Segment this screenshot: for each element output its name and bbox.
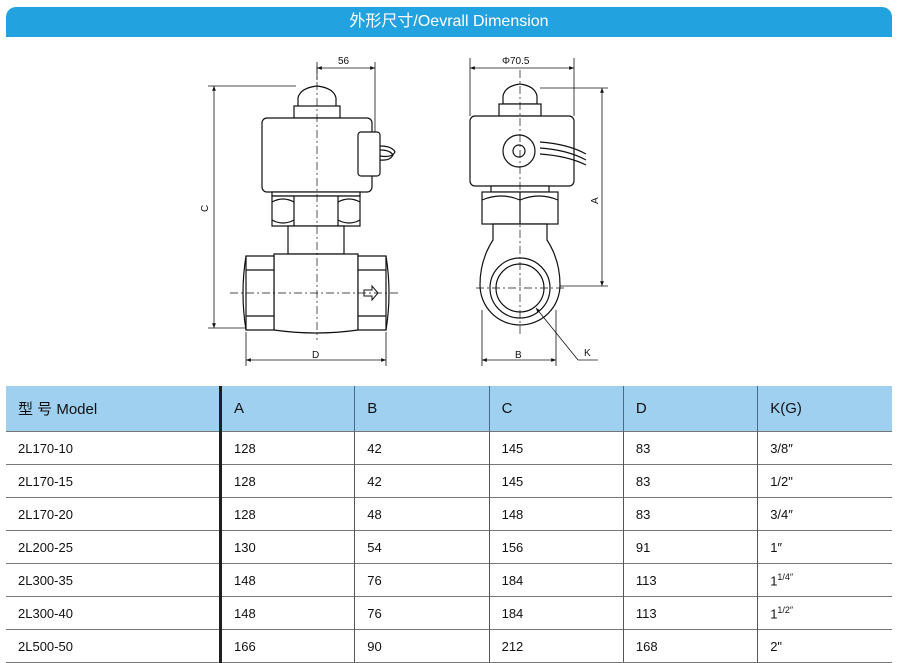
cell-d: 83 xyxy=(623,464,759,498)
cell-a: 148 xyxy=(220,596,356,630)
table-row: 2L170-20 128 48 148 83 3/4″ xyxy=(6,497,892,531)
cell-d: 113 xyxy=(623,563,759,597)
cell-b: 42 xyxy=(354,431,490,465)
front-view xyxy=(230,66,400,340)
cell-c: 212 xyxy=(489,629,624,663)
dimension-table: 型 号 Model A B C D K(G) 2L170-10 128 42 1… xyxy=(6,386,892,663)
cell-b: 48 xyxy=(354,497,490,531)
cell-a: 130 xyxy=(220,530,356,564)
dim-phi-label: Φ70.5 xyxy=(502,56,530,67)
cell-c: 184 xyxy=(489,563,624,597)
cell-model: 2L170-20 xyxy=(6,497,222,531)
cell-c: 145 xyxy=(489,464,624,498)
cell-b: 76 xyxy=(354,563,490,597)
cell-model: 2L170-15 xyxy=(6,464,222,498)
header-model: 型 号 Model xyxy=(6,386,222,432)
header-c: C xyxy=(489,386,624,432)
dimension-drawing: 56 C D Φ7 xyxy=(200,56,608,366)
header-a: A xyxy=(220,386,356,432)
cell-c: 145 xyxy=(489,431,624,465)
section-title-bar: 外形尺寸/Oevrall Dimension xyxy=(6,7,892,37)
cell-d: 91 xyxy=(623,530,759,564)
side-view xyxy=(469,70,587,336)
table-row: 2L300-35 148 76 184 113 11/4″ xyxy=(6,563,892,597)
k-whole: 1 xyxy=(770,606,778,622)
cell-model: 2L500-50 xyxy=(6,629,222,663)
dim-c-label: C xyxy=(200,205,211,212)
cell-a: 166 xyxy=(220,629,356,663)
dim-56-label: 56 xyxy=(338,56,350,67)
cell-k: 3/8″ xyxy=(757,431,892,465)
cell-b: 76 xyxy=(354,596,490,630)
side-dimensions xyxy=(469,58,608,366)
table-row: 2L170-10 128 42 145 83 3/8″ xyxy=(6,431,892,465)
cell-c: 156 xyxy=(489,530,624,564)
cell-k: 11/2″ xyxy=(757,596,892,630)
table-row: 2L500-50 166 90 212 168 2" xyxy=(6,629,892,663)
cell-model: 2L300-35 xyxy=(6,563,222,597)
table-header-row: 型 号 Model A B C D K(G) xyxy=(6,386,892,432)
cell-k: 11/4″ xyxy=(757,563,892,597)
cell-a: 128 xyxy=(220,464,356,498)
table-row: 2L300-40 148 76 184 113 11/2″ xyxy=(6,596,892,630)
cell-a: 128 xyxy=(220,431,356,465)
cell-d: 168 xyxy=(623,629,759,663)
header-b: B xyxy=(354,386,490,432)
cell-d: 113 xyxy=(623,596,759,630)
cell-a: 148 xyxy=(220,563,356,597)
cell-k: 1/2" xyxy=(757,464,892,498)
cell-k: 2" xyxy=(757,629,892,663)
k-whole: 1 xyxy=(770,573,778,589)
dim-b-label: B xyxy=(515,350,522,361)
cell-b: 54 xyxy=(354,530,490,564)
dim-d-label: D xyxy=(312,350,319,361)
cell-model: 2L300-40 xyxy=(6,596,222,630)
header-k: K(G) xyxy=(757,386,892,432)
cell-b: 90 xyxy=(354,629,490,663)
header-d: D xyxy=(623,386,759,432)
front-dimensions xyxy=(208,62,387,366)
cell-a: 128 xyxy=(220,497,356,531)
cell-model: 2L170-10 xyxy=(6,431,222,465)
dim-a-label: A xyxy=(590,197,601,204)
cell-k: 3/4″ xyxy=(757,497,892,531)
cell-d: 83 xyxy=(623,497,759,531)
k-fraction: 1/4″ xyxy=(777,571,794,582)
section-title: 外形尺寸/Oevrall Dimension xyxy=(349,13,549,30)
table-row: 2L170-15 128 42 145 83 1/2" xyxy=(6,464,892,498)
cell-k: 1″ xyxy=(757,530,892,564)
cell-c: 148 xyxy=(489,497,624,531)
cell-c: 184 xyxy=(489,596,624,630)
dim-k-label: K xyxy=(584,348,591,359)
cell-b: 42 xyxy=(354,464,490,498)
cell-model: 2L200-25 xyxy=(6,530,222,564)
cell-d: 83 xyxy=(623,431,759,465)
table-row: 2L200-25 130 54 156 91 1″ xyxy=(6,530,892,564)
k-fraction: 1/2″ xyxy=(777,604,794,615)
